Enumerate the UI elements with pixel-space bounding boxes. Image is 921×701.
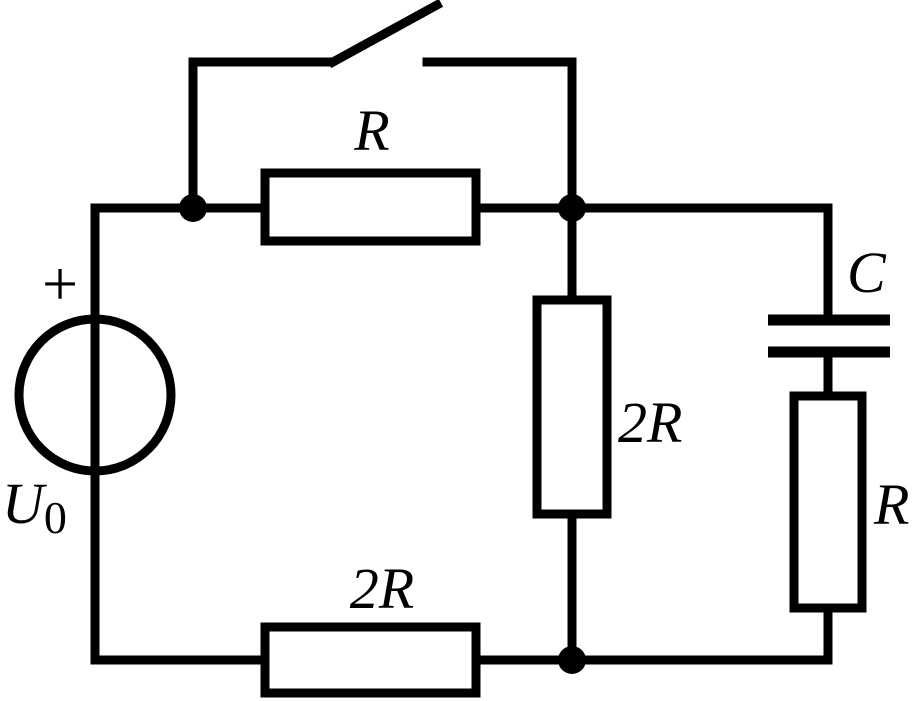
right-resistor-label: R — [873, 472, 909, 537]
switch-blade — [326, 0, 444, 69]
junction-dot-bottom — [558, 646, 586, 674]
resistor-right — [789, 391, 867, 613]
top-resistor-label: R — [353, 98, 389, 163]
junction-dot-left — [179, 194, 207, 222]
wire-top-right — [471, 203, 833, 325]
wire-bottom — [90, 603, 833, 665]
resistor-middle — [532, 295, 612, 519]
resistor-top — [260, 168, 481, 246]
junction-dot-top-right — [558, 194, 586, 222]
middle-resistor-label: 2R — [618, 390, 682, 455]
capacitor-label: C — [847, 240, 887, 305]
wire-switch-right — [422, 57, 577, 213]
wire-switch-left — [188, 57, 335, 213]
resistor-bottom — [260, 622, 481, 698]
wire-left-top — [90, 203, 267, 665]
source-voltage-label: U0 — [2, 471, 67, 543]
bottom-resistor-label: 2R — [350, 556, 414, 621]
source-plus-label: + — [42, 248, 78, 319]
